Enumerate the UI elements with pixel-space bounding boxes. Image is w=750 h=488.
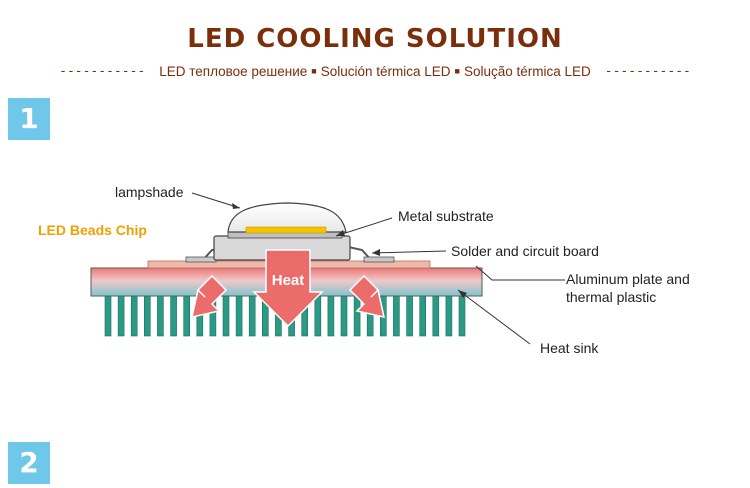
step-badge-1: 1 <box>8 98 50 140</box>
heat-sink-fin <box>183 295 190 337</box>
leader-arrowhead <box>336 230 345 236</box>
separator-icon: ■ <box>311 66 317 76</box>
page-title: LED COOLING SOLUTION <box>187 24 563 54</box>
solder-pad-left <box>185 256 217 263</box>
subtitle-right-rule: ----------- <box>604 63 691 79</box>
leader-arrowhead <box>372 249 380 256</box>
heat-sink-fin <box>130 295 138 337</box>
heat-sink-fin <box>144 295 151 337</box>
heat-sink-fin <box>170 295 177 337</box>
heat-sink-fin <box>445 295 453 337</box>
leader-heat-sink <box>457 289 531 345</box>
heat-arrow-right <box>348 274 385 318</box>
heat-sink-fin <box>222 295 230 337</box>
separator-icon: ■ <box>454 66 460 76</box>
heat-sink-fin <box>340 295 348 337</box>
heat-label: Heat <box>272 272 305 289</box>
label-aluminum-plate: Aluminum plate and <box>566 271 690 287</box>
leader-arrowhead <box>458 290 467 298</box>
heat-sink-fin <box>419 295 427 337</box>
heat-arrow-left <box>191 274 228 318</box>
heat-sink-fin <box>157 295 164 337</box>
lampshade-dome <box>227 202 347 233</box>
leader-lampshade <box>191 192 241 209</box>
heat-sink-fin <box>353 295 361 337</box>
label-metal-substrate: Metal substrate <box>398 208 494 224</box>
heat-sink-fin <box>393 295 400 337</box>
heat-arrow-center <box>252 249 324 328</box>
heat-sink-fin <box>458 295 466 337</box>
heat-sink-fin <box>235 295 243 337</box>
label-thermal-plastic: thermal plastic <box>566 289 657 305</box>
heat-sink-fin <box>432 295 440 337</box>
subtitle-left-rule: ----------- <box>59 63 146 79</box>
heat-sink-fin <box>327 295 335 337</box>
subtitle-spanish: Solución térmica LED <box>320 63 451 79</box>
label-heat-sink: Heat sink <box>540 340 599 356</box>
heat-sink-fin <box>104 295 112 337</box>
label-led-beads-chip: LED Beads Chip <box>38 222 147 238</box>
step-badge-2: 2 <box>8 442 50 484</box>
solder-pad-right <box>363 256 395 263</box>
heat-sink-fin <box>117 295 125 337</box>
leader-arrowhead <box>232 203 240 209</box>
subtitle-russian: LED тепловое решение <box>159 63 308 79</box>
leader-solder <box>371 250 447 254</box>
leader-metal-substrate <box>335 217 393 237</box>
heat-sink-fin <box>314 295 322 337</box>
heat-sink-fin <box>406 295 413 337</box>
label-solder-circuit-board: Solder and circuit board <box>451 243 599 259</box>
heat-sink-fin <box>248 295 256 337</box>
leader-aluminum <box>475 265 565 281</box>
led-chip <box>245 226 327 234</box>
subtitle-portuguese: Solução térmica LED <box>463 63 591 79</box>
subtitle-bar: ----------- LED тепловое решение ■ Soluc… <box>0 62 750 80</box>
label-lampshade: lampshade <box>115 184 184 200</box>
